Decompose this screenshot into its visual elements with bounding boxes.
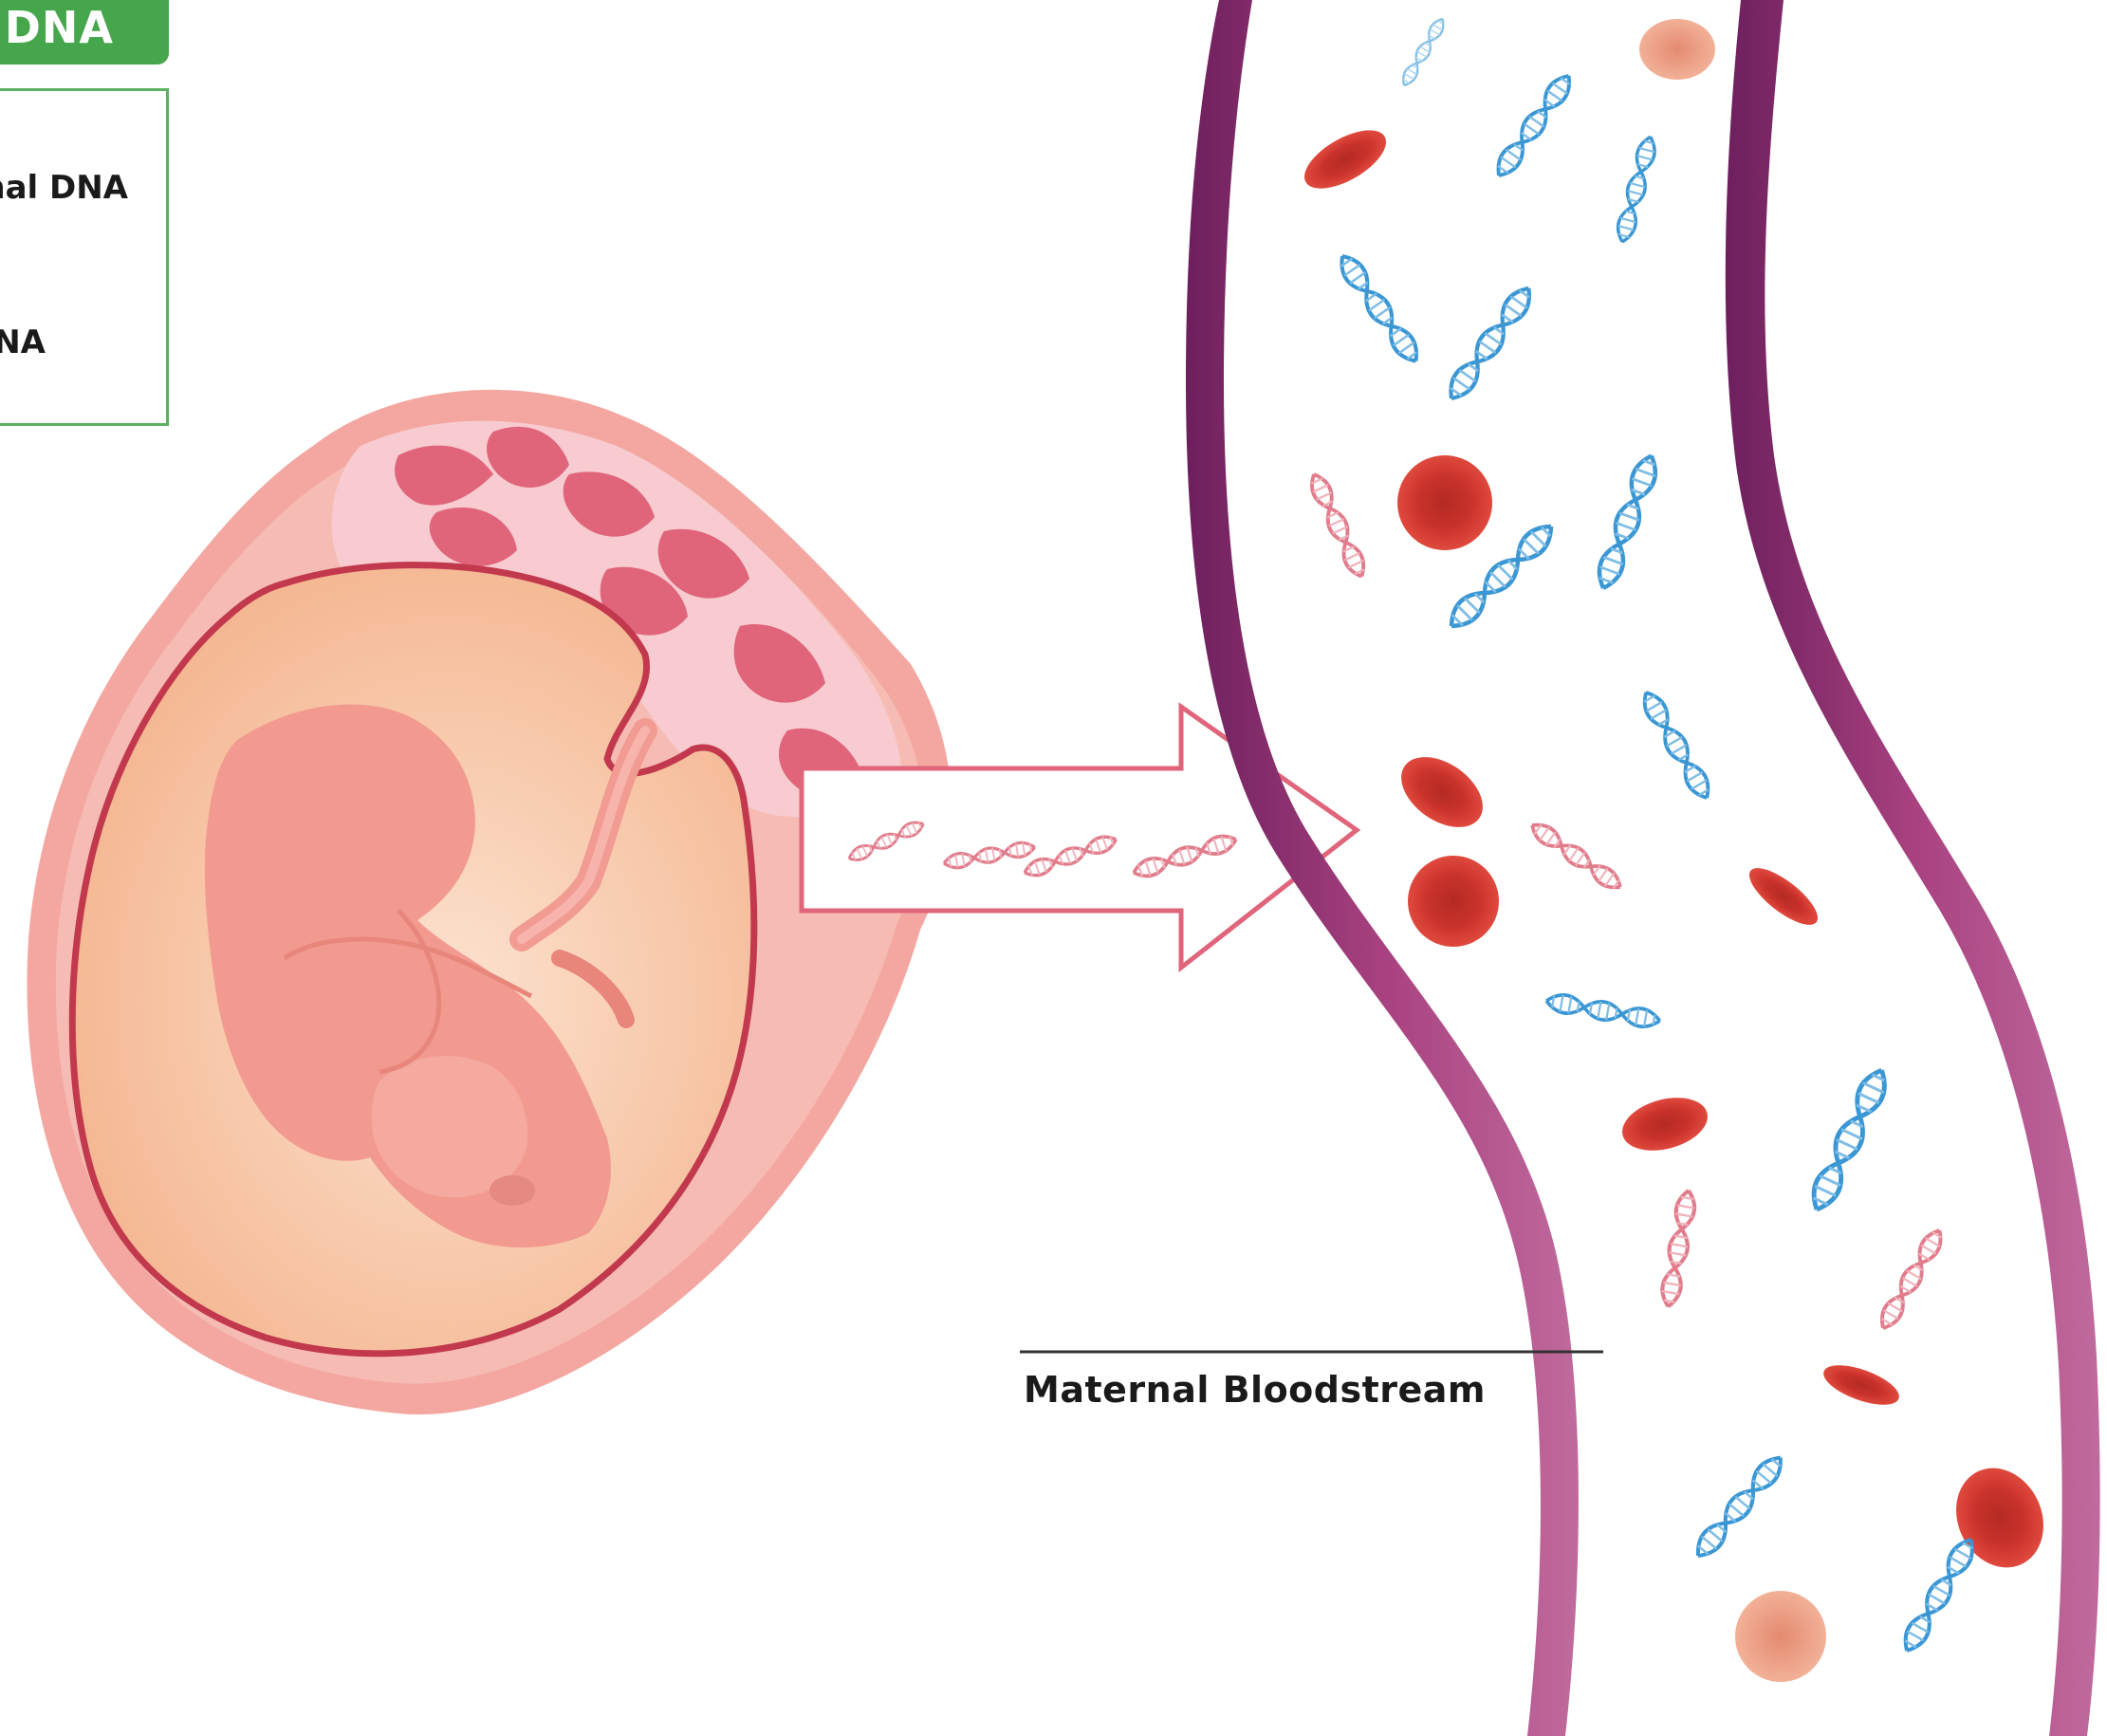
legend-title: DNA	[5, 6, 114, 49]
legend-item-maternal-dna: DNA	[0, 326, 46, 359]
red-blood-cell	[1735, 1591, 1826, 1682]
legend-title-badge: DNA	[0, 0, 169, 65]
maternal-dna-strand	[1637, 688, 1714, 803]
maternal-dna-strand	[1443, 283, 1537, 405]
maternal-dna-strand	[1691, 1451, 1788, 1562]
blood-vessel	[1186, 0, 2100, 1736]
legend-box: nal DNA DNA	[0, 88, 169, 426]
maternal-bloodstream-label: Maternal Bloodstream	[1024, 1372, 1486, 1408]
maternal-dna-strand	[1334, 250, 1424, 367]
legend-item-fetal-dna: nal DNA	[0, 172, 128, 204]
maternal-dna-strand	[1544, 992, 1661, 1030]
red-blood-cell	[1819, 1357, 1904, 1413]
red-blood-cell	[1295, 119, 1395, 200]
maternal-dna-strand	[1898, 1535, 1980, 1655]
fetal-dna-strand	[1659, 1189, 1697, 1308]
red-blood-cell	[1388, 743, 1495, 841]
fetal-dna-strand	[1527, 819, 1625, 894]
red-blood-cell	[1397, 455, 1492, 550]
maternal-dna-strand	[1614, 135, 1658, 244]
maternal-dna-strand	[1399, 16, 1448, 88]
red-blood-cell	[1639, 19, 1715, 80]
fetal-dna-group	[1306, 471, 1947, 1332]
fetal-dna-strand	[1306, 471, 1370, 580]
red-blood-cell	[1408, 856, 1499, 947]
maternal-dna-strand	[1491, 70, 1577, 180]
maternal-dna-strand	[1806, 1065, 1893, 1214]
fetal-dna-strand	[1876, 1227, 1947, 1333]
red-blood-cell	[1741, 859, 1825, 933]
red-blood-cell	[1617, 1089, 1713, 1159]
maternal-dna-strand	[1593, 452, 1661, 592]
